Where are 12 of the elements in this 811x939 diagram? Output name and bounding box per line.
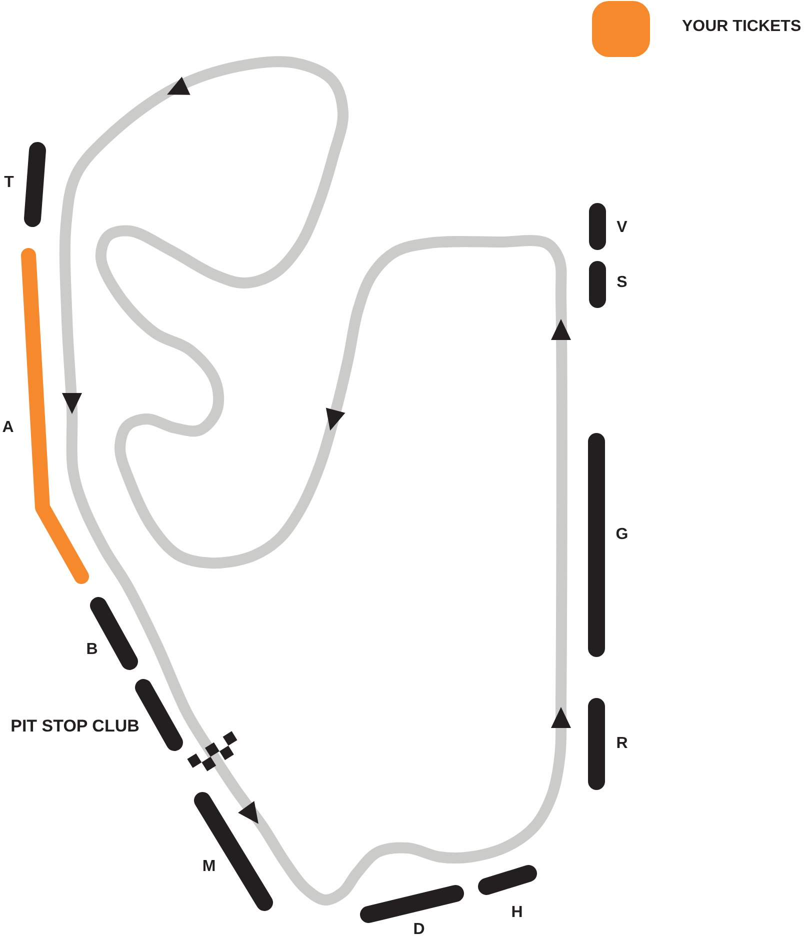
grandstand-label: S bbox=[616, 275, 628, 291]
grandstand-label: G bbox=[616, 527, 628, 543]
grandstand-label: B bbox=[86, 642, 98, 658]
grandstand-label: H bbox=[511, 905, 523, 921]
grandstand-label: M bbox=[202, 859, 216, 875]
legend-label: YOUR TICKETS bbox=[682, 19, 802, 35]
grandstand-label: T bbox=[4, 175, 14, 191]
grandstand-label: A bbox=[2, 420, 14, 436]
grandstand-label: D bbox=[413, 922, 425, 938]
grandstand-label: V bbox=[616, 220, 628, 236]
grandstand-label: R bbox=[616, 736, 628, 752]
grandstand-label: PIT STOP CLUB bbox=[10, 718, 140, 734]
